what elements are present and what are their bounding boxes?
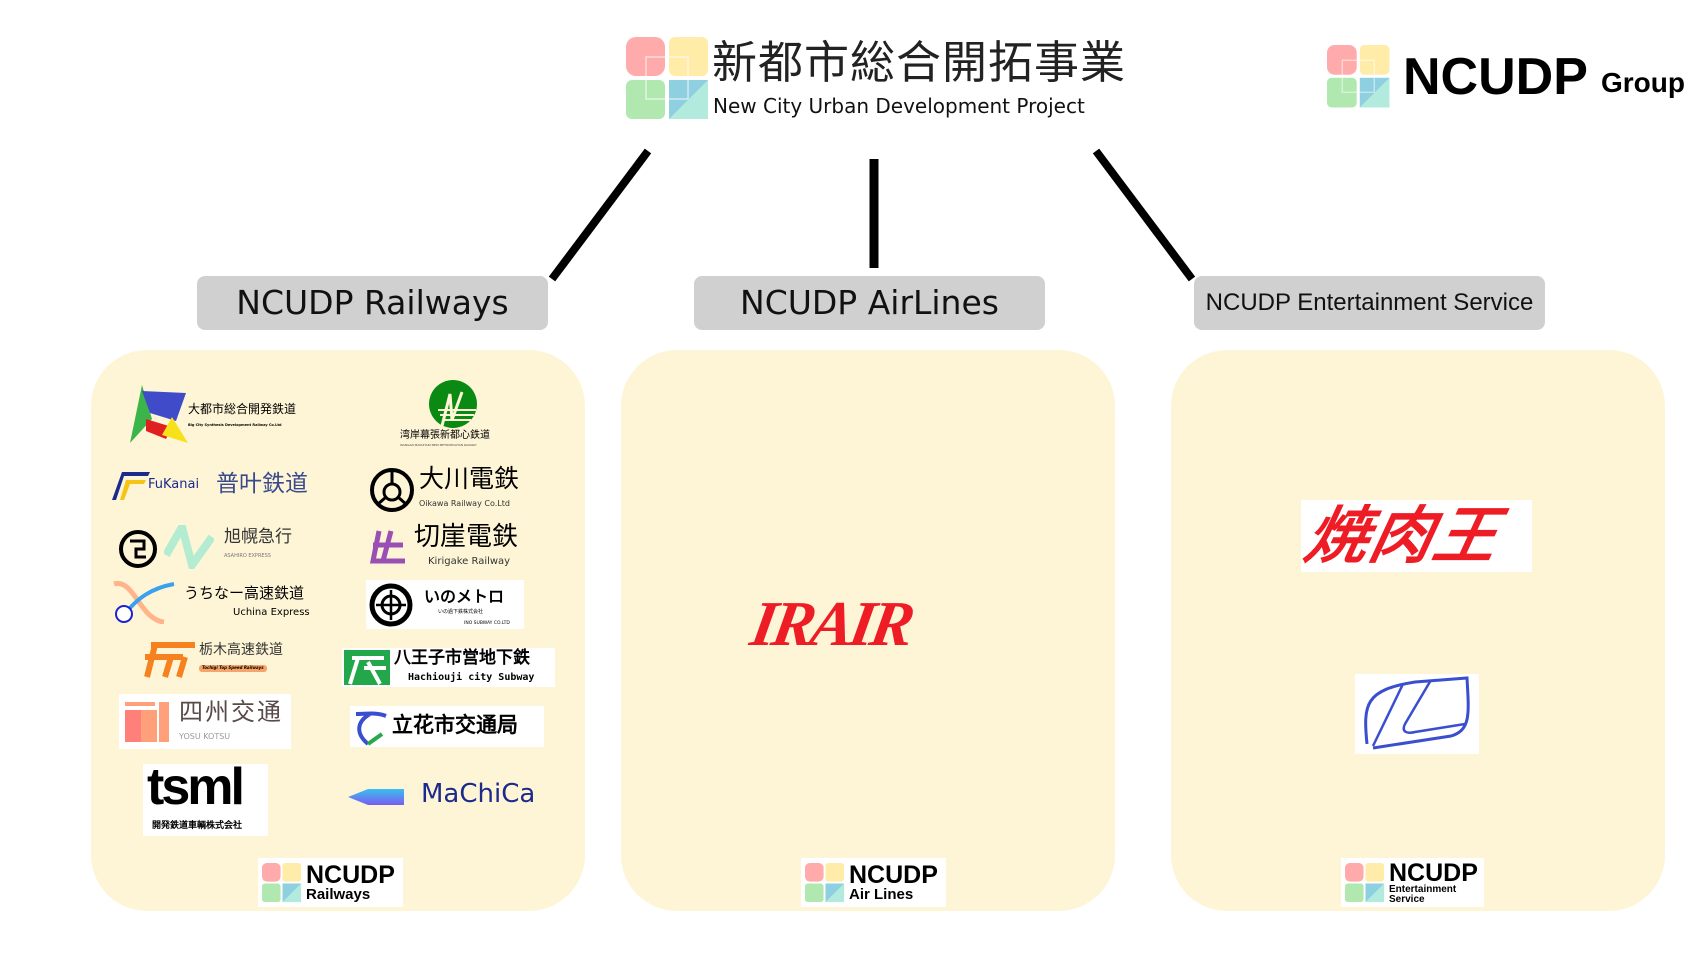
footer-title: NCUDP — [849, 861, 938, 889]
ncudp-squares-icon — [626, 37, 708, 119]
logo-tochigi: 栃木高速鉄道 Tochigi Top Speed Railways — [139, 637, 299, 681]
asahoro-mark-icon — [119, 530, 157, 568]
ncudp-squares-icon — [1327, 45, 1390, 108]
logo-yakiniku-ou: 焼肉王 — [1301, 500, 1532, 572]
tsml-jp: 開発鉄道車輌株式会社 — [152, 821, 243, 831]
kirigake-mark-icon — [369, 530, 405, 564]
logo-asahoro: 旭幌急行 ASAHIRO EXPRESS — [118, 523, 308, 569]
ncudp-squares-icon — [262, 862, 302, 902]
logo-wangan: 湾岸幕張新都心鉄道 WANGAN MAKUHARI NEW METROPOLIT… — [398, 380, 508, 450]
hachiouji-en: Hachiouji city Subway — [408, 672, 535, 683]
logo-yosu: 四州交通 YOSU KOTSU — [119, 694, 291, 749]
yakiniku-text: 焼肉王 — [1301, 500, 1507, 572]
panel-entertainment — [1171, 350, 1665, 911]
logo-tl — [1355, 674, 1479, 754]
label-entertainment: NCUDP Entertainment Service — [1194, 276, 1545, 330]
wangan-jp: 湾岸幕張新都心鉄道 — [400, 430, 490, 441]
uchina-mark-icon — [113, 581, 175, 624]
fukanai-mark-icon — [112, 472, 150, 500]
label-railways: NCUDP Railways — [197, 276, 548, 330]
logo-kirigake: 切崖電鉄 Kirigake Railway — [369, 522, 529, 569]
logo-oikawa: 大川電鉄 Oikawa Railway Co.Ltd — [369, 464, 529, 513]
kirigake-jp: 切崖電鉄 — [414, 522, 519, 552]
wangan-en: WANGAN MAKUHARI NEW METROPOLITAN RAILWAY — [400, 443, 477, 447]
oikawa-en: Oikawa Railway Co.Ltd — [419, 499, 510, 508]
title-jp: 新都市総合開拓事業 — [712, 36, 1127, 89]
logo-fukanai: FuKanai 普叶鉄道 — [112, 470, 316, 502]
panel-airlines — [621, 350, 1115, 911]
asahoro-a-icon — [164, 525, 214, 569]
main-logo: 新都市総合開拓事業 New City Urban Development Pro… — [626, 37, 1146, 123]
ino-target-icon — [369, 583, 413, 627]
kirigake-en: Kirigake Railway — [428, 556, 511, 567]
ino-jp: いのメトロ — [424, 587, 505, 606]
logo-uchina: うちなー高速鉄道 Uchina Express — [112, 580, 312, 626]
hachiouji-jp: 八王子市営地下鉄 — [394, 648, 530, 668]
fukanai-en: FuKanai — [148, 477, 200, 492]
machica-mark-icon — [348, 789, 404, 805]
daitoshi-jp: 大都市総合開発鉄道 — [188, 402, 297, 416]
logo-machica: MaChiCa — [348, 779, 538, 813]
uchina-en: Uchina Express — [233, 607, 310, 618]
tachibana-mark-icon — [355, 711, 387, 746]
label-airlines: NCUDP AirLines — [694, 276, 1045, 330]
ncudp-squares-icon — [1345, 862, 1385, 902]
ino-jp-sub: いの過下鉄株式会社 — [438, 609, 484, 615]
ino-en: INO SUBWAY CO.LTD — [464, 621, 510, 626]
daitoshi-en: Big City Synthesis Development Railway C… — [188, 423, 282, 427]
tochigi-jp: 栃木高速鉄道 — [199, 642, 283, 658]
yosu-mark-icon — [125, 702, 169, 742]
asahoro-en: ASAHIRO EXPRESS — [224, 553, 271, 559]
footer-title: NCUDP — [306, 861, 395, 889]
oikawa-mark-icon — [370, 468, 414, 512]
uchina-jp: うちなー高速鉄道 — [184, 584, 305, 602]
tachibana-jp: 立花市交通局 — [392, 713, 518, 737]
tochigi-mark-icon — [144, 642, 195, 678]
ncudp-squares-icon — [805, 862, 845, 902]
footer-sub: Railways — [306, 886, 371, 903]
logo-hachiouji: 八王子市営地下鉄 Hachiouji city Subway — [342, 648, 555, 687]
yosu-jp: 四州交通 — [179, 698, 283, 726]
group-name: NCUDP — [1403, 48, 1588, 106]
fukanai-jp: 普叶鉄道 — [216, 471, 308, 497]
footer-title: NCUDP — [1389, 858, 1478, 887]
hachiouji-mark-icon — [344, 650, 390, 685]
connector-railways — [548, 148, 652, 282]
wangan-mark-icon — [429, 380, 477, 428]
footer-sub: Air Lines — [849, 886, 914, 903]
logo-tachibana: 立花市交通局 — [350, 706, 544, 747]
tochigi-en: Tochigi Top Speed Railways — [199, 665, 267, 672]
title-en: New City Urban Development Project — [713, 94, 1085, 118]
logo-daitoshi: 大都市総合開発鉄道 Big City Synthesis Development… — [126, 383, 316, 445]
connector-entertainment — [1092, 148, 1196, 282]
logo-ino: いのメトロ いの過下鉄株式会社 INO SUBWAY CO.LTD — [366, 580, 524, 629]
oikawa-jp: 大川電鉄 — [419, 464, 520, 493]
group-suffix: Group — [1601, 67, 1685, 98]
group-logo: NCUDP Group — [1327, 45, 1707, 111]
logo-tsml: tsml 開発鉄道車輌株式会社 — [143, 758, 268, 836]
asahoro-jp: 旭幌急行 — [224, 527, 292, 547]
tl-mark-icon — [1364, 676, 1470, 750]
daitoshi-mark-icon — [130, 385, 188, 443]
yosu-en: YOSU KOTSU — [179, 732, 231, 741]
tsml-en: tsml — [147, 758, 245, 816]
logo-irair: IRAIR — [745, 588, 917, 659]
connector-lines — [548, 148, 1196, 282]
footer-sub: Entertainment Service — [1389, 883, 1457, 905]
machica-en: MaChiCa — [421, 779, 536, 809]
